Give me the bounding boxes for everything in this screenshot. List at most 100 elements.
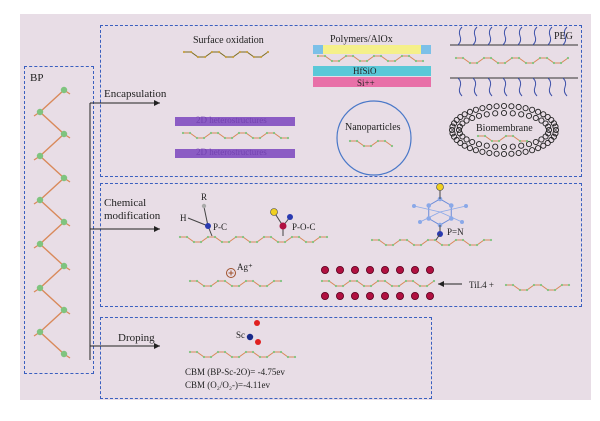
chem-bp-strip-right-atom — [419, 243, 423, 247]
bp-chain-atom — [60, 218, 68, 226]
p-c-r-atom — [201, 203, 207, 209]
peg-chain-top — [547, 26, 553, 46]
biomembrane-lipid — [525, 141, 533, 148]
nanoparticle-bp-strip-atom — [362, 144, 366, 148]
si-label: Si++ — [357, 78, 375, 88]
biomembrane-lipid — [509, 110, 516, 117]
hetero-top-label: 2D heterostructures — [196, 115, 267, 125]
til4-bp-strip-atom — [334, 284, 338, 288]
chem-bp-strip-right-atom — [468, 243, 472, 247]
chem-bp-strip-right-atom — [412, 243, 416, 247]
nanoparticle-bp-strip-atom — [383, 139, 387, 143]
biomembrane-lipid — [544, 113, 551, 121]
til4-bp-strip-atom — [362, 284, 366, 288]
droping-bp-strip-atom — [258, 355, 262, 359]
p-n-ring-atom — [426, 203, 432, 208]
til4-bp-strip-atom — [411, 279, 415, 283]
peg-chain-bottom — [547, 77, 553, 97]
ag-bp-strip-atom — [279, 279, 283, 283]
p-o-c-blue-atom — [287, 214, 293, 220]
hetero-bp-strip-atom — [237, 131, 241, 135]
droping-bp-strip-atom — [293, 355, 297, 359]
biomembrane-lipid — [540, 142, 547, 149]
biomembrane-lipid — [522, 105, 529, 112]
chem-bp-strip-top-atom — [192, 240, 196, 244]
surface-oxidation-strip-atom — [224, 55, 228, 59]
hetero-bp-strip-atom — [216, 131, 220, 135]
biomembrane-bp-strip-atom — [483, 134, 487, 138]
biomembrane-lipid — [532, 114, 539, 122]
chem-bp-strip-top-atom — [178, 235, 182, 239]
til4-bp-strip-atom — [320, 279, 324, 283]
hetero-bp-strip-atom — [286, 136, 290, 140]
peg-chain-bottom — [487, 77, 493, 97]
peg-chain-bottom — [502, 77, 508, 97]
polymer-bp-strip-atom — [400, 54, 404, 58]
til4-bp-strip-atom — [327, 279, 331, 283]
polymer-bp-strip-atom — [414, 59, 418, 63]
til4-bp-strip-atom — [432, 279, 436, 283]
surface-oxidation-strip-atom — [238, 50, 242, 54]
hetero-layer-top — [175, 117, 295, 126]
til4-bp-strip-atom — [397, 284, 401, 288]
chem-bp-strip-top-atom — [262, 235, 266, 239]
bp-chain-bond — [39, 155, 65, 179]
biomembrane-lipid — [483, 111, 490, 118]
chem-bp-strip-top-atom — [255, 240, 259, 244]
droping-bp-strip-atom — [272, 350, 276, 354]
biomembrane-lipid — [472, 147, 479, 154]
biomembrane-lipid — [544, 139, 551, 147]
biomembrane-lipid — [518, 111, 525, 118]
biomembrane-lipid — [548, 136, 555, 144]
chem-bp-strip-top-atom — [304, 240, 308, 244]
biomembrane-lipid — [479, 105, 486, 112]
til4-bp-strip-atom — [369, 284, 373, 288]
polymer-bp-strip-bonds — [318, 55, 423, 62]
til4-molecule-top — [380, 265, 389, 274]
bp-chain-atom — [60, 306, 68, 314]
p-n-side-bond — [419, 211, 441, 223]
p-c-carbon-atom — [205, 223, 211, 229]
polymer-bp-strip-atom — [330, 59, 334, 63]
til4-molecule-top — [365, 265, 374, 274]
peg-bp-strip-atom — [489, 56, 493, 60]
bp-chain-atom — [60, 86, 68, 94]
biomembrane-lipid — [475, 141, 483, 148]
surface-oxidation-strip-atom — [182, 50, 186, 54]
hetero-bp-strip-atom — [279, 136, 283, 140]
bp-chain-atom — [36, 284, 44, 292]
surface-oxidation-strip-atom — [217, 50, 221, 54]
droping-label: Droping — [118, 332, 155, 344]
chem-bp-strip-top-atom — [290, 235, 294, 239]
til4-bp-strip-atom — [418, 284, 422, 288]
peg-chain-top — [532, 26, 538, 46]
biomembrane-lipid — [453, 116, 460, 124]
droping-bp-strip-atom — [188, 350, 192, 354]
peg-bp-strip-atom — [566, 56, 570, 60]
bp-chain-bond — [39, 133, 65, 157]
biomembrane-lipid — [552, 130, 559, 137]
p-c-label: P-C — [213, 222, 228, 232]
droping-bp-strip-atom — [216, 350, 220, 354]
chem-bp-strip-top-atom — [199, 240, 203, 244]
bp-chain-bond — [39, 331, 65, 355]
droping-bp-strip-atom — [251, 350, 255, 354]
biomembrane-lipid — [479, 148, 486, 155]
hetero-bp-strip-atom — [209, 131, 213, 135]
chem-bp-strip-right-atom — [454, 238, 458, 242]
polymers-alox-label: Polymers/AlOx — [330, 34, 393, 45]
peg-chain-bottom — [517, 77, 523, 97]
chemical-modification-label-line2: modification — [104, 210, 161, 222]
til4-molecule-bottom — [410, 291, 419, 300]
surface-oxidation-strip-atom — [203, 55, 207, 59]
chem-bp-strip-top-atom — [325, 235, 329, 239]
nanoparticles-label: Nanoparticles — [345, 122, 401, 133]
bp-chain-atom — [60, 350, 68, 358]
til4-free-bp-strip-atom — [546, 288, 550, 292]
til4-free-bp-strip-atom — [504, 283, 508, 287]
til4-molecule-top — [320, 265, 329, 274]
ag-bp-strip-atom — [244, 279, 248, 283]
polymer-bp-strip-atom — [365, 59, 369, 63]
biomembrane-lipid — [461, 111, 468, 118]
peg-bp-strip-atom — [538, 56, 542, 60]
